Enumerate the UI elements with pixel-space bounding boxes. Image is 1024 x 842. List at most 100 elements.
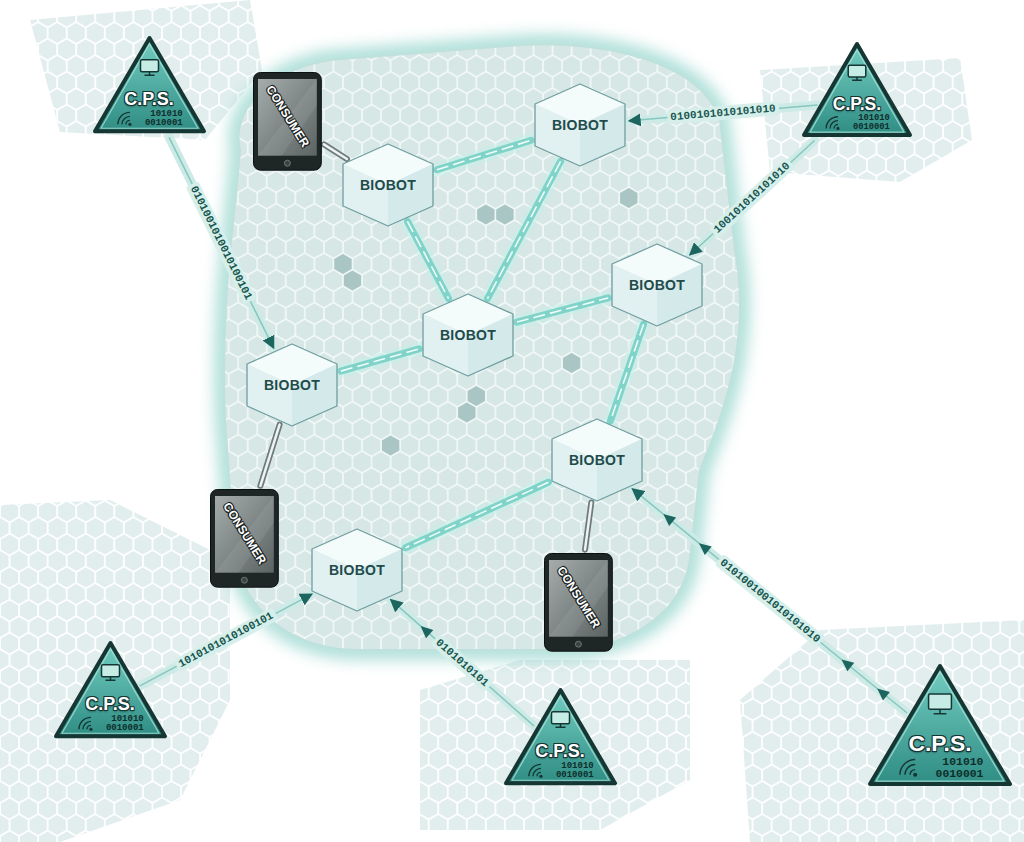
link-glow bbox=[517, 298, 608, 322]
computer-icon bbox=[140, 60, 158, 72]
cable-sheath bbox=[585, 503, 591, 550]
wifi-wave bbox=[834, 125, 838, 129]
tablet-button bbox=[284, 160, 290, 166]
cable-core bbox=[324, 144, 347, 159]
cube-outline bbox=[612, 244, 702, 326]
binary-code: 101010 0010001 bbox=[936, 756, 984, 780]
wifi-wave bbox=[117, 113, 129, 125]
wifi-wave bbox=[910, 770, 915, 775]
wifi-wave bbox=[905, 764, 915, 774]
cps-triangle bbox=[56, 643, 165, 736]
link-rope bbox=[610, 324, 643, 421]
binary-code: 101010 0010001 bbox=[106, 715, 144, 734]
consumer-tablet: CONSUMER bbox=[253, 72, 322, 171]
biobot-label: BIOBOT bbox=[360, 177, 416, 193]
link-glow bbox=[610, 324, 643, 421]
link-strand bbox=[437, 140, 531, 169]
region-glow bbox=[224, 44, 740, 650]
dark-hex bbox=[382, 436, 399, 456]
data-stream bbox=[140, 594, 312, 686]
station-name: C.P.S. bbox=[908, 731, 971, 756]
cps-station: C.P.S.101010 0010001 bbox=[867, 663, 1013, 787]
biobot-cube: BIOBOT bbox=[534, 83, 626, 167]
hex-cluster bbox=[30, 0, 262, 140]
stream-chevron bbox=[874, 684, 890, 700]
stream-chevron bbox=[838, 655, 854, 671]
biobot-link bbox=[517, 298, 608, 322]
cps-triangle bbox=[870, 666, 1010, 784]
binary-stream-label: 0101010101 bbox=[431, 634, 494, 692]
station-name: C.P.S. bbox=[124, 90, 174, 110]
consumer-cable bbox=[260, 425, 279, 486]
edge-label-holder: 0101010101 bbox=[431, 634, 494, 692]
cube-outline bbox=[423, 294, 513, 376]
computer-stand bbox=[105, 677, 115, 681]
tablet-body bbox=[253, 72, 321, 170]
stream-line bbox=[391, 600, 535, 726]
cube-outline bbox=[312, 529, 402, 611]
biobot-label: BIOBOT bbox=[440, 327, 496, 343]
dark-hex bbox=[334, 254, 351, 274]
screen-glare bbox=[549, 560, 608, 637]
edge-label-holder: 0101001001010101010 bbox=[714, 554, 825, 648]
stream-line bbox=[690, 141, 815, 255]
dark-hex bbox=[563, 353, 580, 373]
biobot-link bbox=[406, 482, 549, 547]
biobot-cube: BIOBOT bbox=[246, 343, 338, 427]
link-glow bbox=[406, 482, 549, 547]
binary-code: 101010 0010001 bbox=[556, 762, 594, 781]
computer-icon bbox=[848, 66, 866, 78]
binary-stream-label: 1010101010100101 bbox=[173, 607, 278, 672]
link-glow bbox=[437, 140, 531, 169]
station-name: C.P.S. bbox=[535, 742, 585, 762]
biobot-label: BIOBOT bbox=[629, 277, 685, 293]
link-rope bbox=[487, 161, 560, 298]
link-glow bbox=[407, 221, 448, 298]
cps-highlight bbox=[101, 44, 198, 128]
biobot-cube: BIOBOT bbox=[311, 528, 403, 612]
cps-station: C.P.S.101010 0010001 bbox=[92, 35, 207, 134]
link-strand bbox=[487, 161, 560, 298]
tablet-button bbox=[241, 577, 247, 583]
cable-sheath bbox=[324, 144, 347, 159]
hex-region bbox=[224, 44, 740, 650]
data-stream bbox=[391, 600, 535, 726]
link-rope bbox=[406, 482, 549, 547]
binary-stream-label: 0101001010010100101 bbox=[186, 181, 257, 305]
binary-stream-label: 0101001001010101010 bbox=[714, 554, 825, 648]
wifi-wave bbox=[125, 121, 129, 125]
link-strand bbox=[406, 482, 549, 547]
computer-stand bbox=[555, 724, 565, 728]
edge-label-holder: 1010101010100101 bbox=[173, 607, 278, 672]
stream-glow bbox=[391, 600, 535, 726]
hex-cluster bbox=[0, 500, 230, 842]
cps-highlight bbox=[810, 50, 904, 132]
computer-stand bbox=[144, 72, 154, 76]
computer-stand bbox=[852, 77, 862, 80]
biobot-cube: BIOBOT bbox=[611, 243, 703, 327]
cps-station: C.P.S.101010 0010001 bbox=[53, 640, 168, 739]
wifi-icon bbox=[913, 773, 917, 777]
wifi-icon bbox=[89, 728, 92, 731]
screen-glare bbox=[215, 496, 274, 573]
binary-stream-label: 100101010101010 bbox=[709, 157, 796, 239]
consumer-cable bbox=[324, 144, 347, 159]
link-strand bbox=[610, 324, 643, 421]
dark-hex bbox=[458, 403, 475, 423]
wifi-icon bbox=[836, 127, 839, 130]
cps-triangle bbox=[804, 44, 910, 135]
link-strand bbox=[341, 349, 419, 371]
wifi-wave bbox=[82, 722, 90, 730]
cps-triangle bbox=[506, 690, 615, 783]
wifi-wave bbox=[121, 117, 129, 125]
link-rope bbox=[407, 221, 448, 298]
stream-line bbox=[140, 594, 312, 686]
wifi-wave bbox=[826, 117, 838, 129]
screen-glare bbox=[258, 79, 317, 156]
stream-chevron bbox=[695, 539, 711, 555]
computer-icon bbox=[101, 665, 119, 677]
consumer-cable bbox=[585, 503, 591, 550]
tablet-button bbox=[575, 641, 581, 647]
stream-glow bbox=[632, 489, 907, 713]
